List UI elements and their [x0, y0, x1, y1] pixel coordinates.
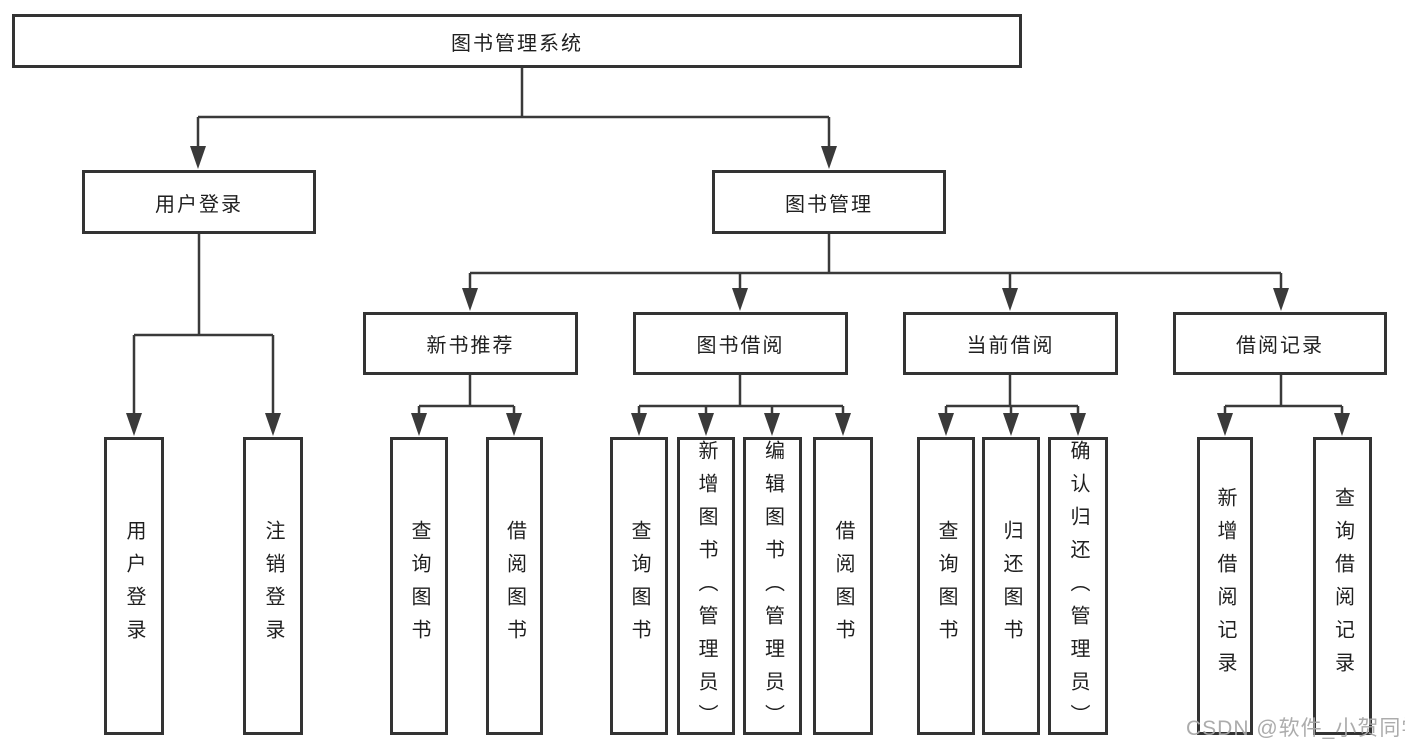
- leaf-borrow-query-books: 查询图书: [610, 437, 668, 735]
- leaf-query-borrow-record: 查询借阅记录: [1313, 437, 1372, 735]
- leaf-confirm-return-admin: 确认归还（管理员）: [1048, 437, 1108, 737]
- connector-user-login: [132, 234, 275, 417]
- connector-book-borrow: [637, 375, 845, 417]
- node-borrow-records: 借阅记录: [1173, 312, 1387, 375]
- connector-borrow-records: [1223, 375, 1344, 417]
- node-book-borrow: 图书借阅: [633, 312, 848, 375]
- leaf-current-query-books: 查询图书: [917, 437, 975, 735]
- node-current-borrow: 当前借阅: [903, 312, 1118, 375]
- leaf-logout: 注销登录: [243, 437, 303, 735]
- leaf-edit-books-admin: 编辑图书（管理员）: [743, 437, 802, 737]
- leaf-add-borrow-record: 新增借阅记录: [1197, 437, 1253, 735]
- connector-new-book: [417, 375, 516, 417]
- connector-book-management: [468, 234, 1283, 292]
- leaf-borrow-books: 借阅图书: [813, 437, 873, 735]
- node-new-book-recommend: 新书推荐: [363, 312, 578, 375]
- node-user-login: 用户登录: [82, 170, 316, 234]
- leaf-user-login: 用户登录: [104, 437, 164, 735]
- node-book-management: 图书管理: [712, 170, 946, 234]
- connector-current-borrow: [944, 375, 1080, 417]
- csdn-watermark: CSDN @软件_小贺同学: [1186, 717, 1405, 740]
- node-root: 图书管理系统: [12, 14, 1022, 68]
- leaf-recommend-borrow-books: 借阅图书: [486, 437, 543, 735]
- connector-root: [196, 68, 831, 150]
- leaf-add-books-admin: 新增图书（管理员）: [677, 437, 735, 737]
- leaf-recommend-query-books: 查询图书: [390, 437, 448, 735]
- leaf-return-books: 归还图书: [982, 437, 1040, 735]
